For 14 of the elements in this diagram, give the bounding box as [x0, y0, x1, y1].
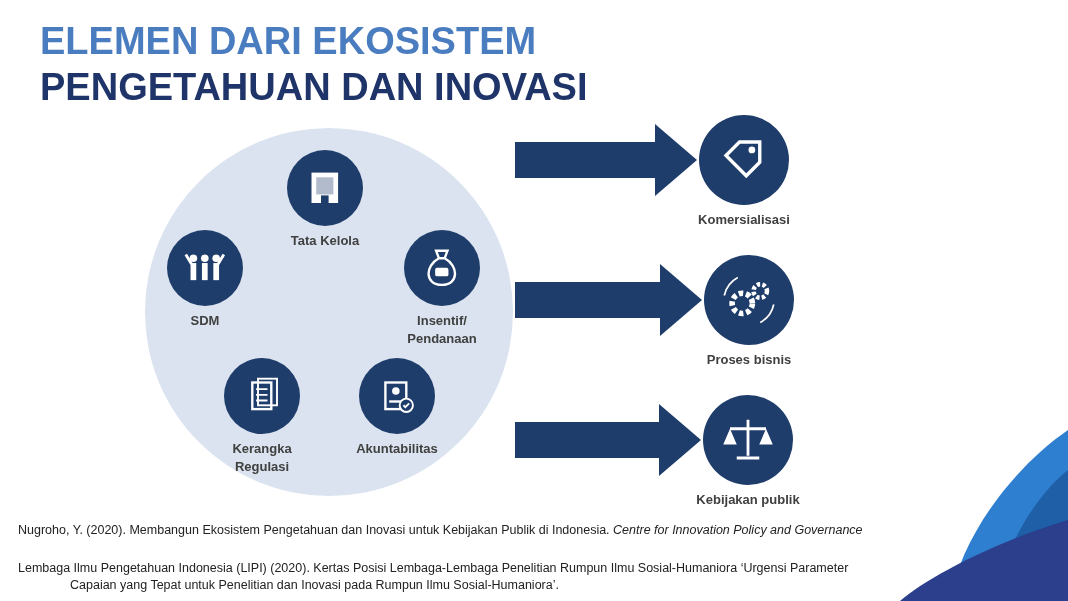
node-label: Tata Kelola [290, 232, 360, 250]
block-arrow [515, 124, 697, 196]
title: ELEMEN DARI EKOSISTEM PENGETAHUAN DAN INOVASI [40, 19, 589, 110]
node-label: SDM [190, 312, 220, 330]
node-label: Kerangka Regulasi [231, 440, 293, 476]
node-label: Kebijakan publik [696, 491, 800, 509]
block-arrow [515, 404, 701, 476]
node-label: Komersialisasi [698, 211, 790, 229]
node-label: Proses bisnis [706, 351, 792, 369]
reference-text: Lembaga Ilmu Pengetahuan Indonesia (LIPI) (2020). Kertas Posisi Lembaga-Lembaga Penelitian Rumpun Ilmu Sosial-Humaniora ‘Urgensi Parameter Capaian yang Tepat untuk Penelitian dan Inovasi pada Rumpun Ilmu Sosial-Humaniora’. [18, 560, 850, 594]
reference-text: Nugroho, Y. (2020). Membangun Ekosistem Pengetahuan dan Inovasi untuk Kebijakan Publik di Indonesia. Centre for Innovation Policy and Governance [18, 522, 863, 539]
node-label: Insentif/ Pendanaan [406, 312, 478, 348]
node-label: Akuntabilitas [356, 440, 438, 458]
block-arrow [515, 264, 702, 336]
